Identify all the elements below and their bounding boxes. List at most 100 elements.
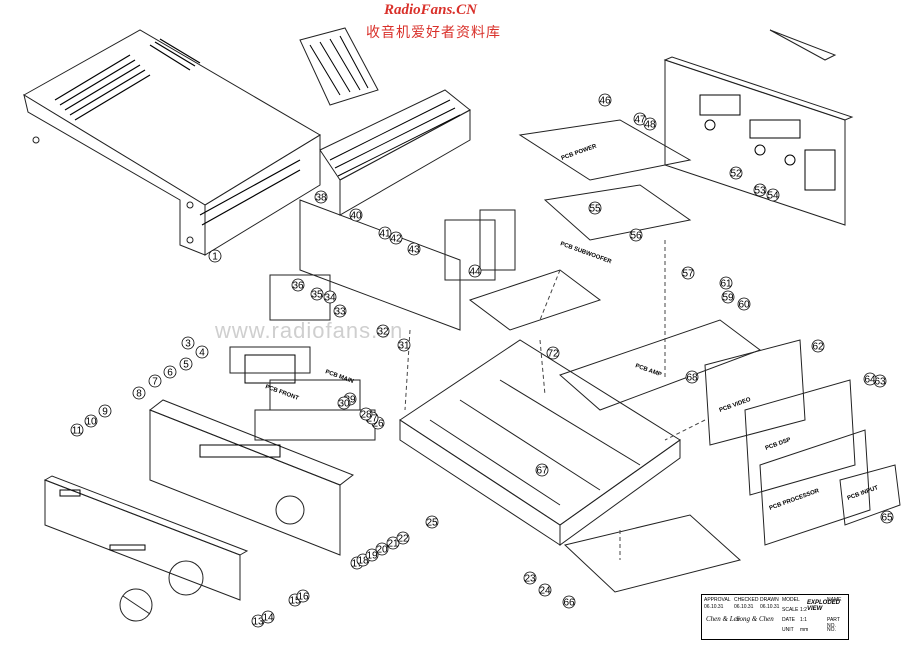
callout-label-28: 28 bbox=[360, 410, 372, 421]
callout-circle-57 bbox=[681, 266, 695, 280]
callout-label-32: 32 bbox=[377, 327, 389, 338]
circuit-boards bbox=[559, 29, 901, 593]
cell-date-1: 06.10.31 bbox=[704, 604, 724, 610]
callout-label-38: 38 bbox=[315, 193, 327, 204]
callout-label-13: 13 bbox=[252, 617, 264, 628]
callout-circle-4 bbox=[195, 345, 209, 359]
callout-label-44: 44 bbox=[469, 267, 481, 278]
callout-label-65: 65 bbox=[881, 513, 893, 524]
callout-label-30: 30 bbox=[338, 399, 350, 410]
callout-label-66: 66 bbox=[563, 598, 575, 609]
callout-circle-35 bbox=[310, 287, 324, 301]
callout-label-48: 48 bbox=[644, 120, 656, 131]
callout-label-4: 4 bbox=[199, 348, 205, 359]
signature-2: Song & Chen bbox=[736, 615, 774, 623]
callout-label-64: 64 bbox=[864, 375, 876, 386]
callout-label-52: 52 bbox=[730, 169, 742, 180]
callout-label-20: 20 bbox=[376, 545, 388, 556]
callout-label-17: 17 bbox=[351, 559, 363, 570]
callout-label-16: 16 bbox=[297, 592, 309, 603]
board-label-6: PCB INPUT bbox=[847, 485, 880, 502]
callout-circle-67 bbox=[535, 463, 549, 477]
callout-circle-44 bbox=[468, 264, 482, 278]
rear-panel bbox=[663, 56, 854, 226]
callout-circle-21 bbox=[386, 536, 400, 550]
callout-circle-3 bbox=[181, 336, 195, 350]
watermark-title: RadioFans.CN bbox=[384, 2, 477, 18]
chassis bbox=[399, 269, 681, 546]
callout-circle-1 bbox=[208, 249, 222, 263]
callout-label-22: 22 bbox=[397, 534, 409, 545]
callout-circle-8 bbox=[132, 386, 146, 400]
board-label-1: PCB SUBWOOFER bbox=[559, 241, 612, 265]
board-label-3: PCB VIDEO bbox=[719, 397, 752, 414]
board-label-5: PCB PROCESSOR bbox=[769, 488, 821, 512]
callout-circle-56 bbox=[629, 228, 643, 242]
board-label-8: PCB MAIN bbox=[324, 369, 354, 385]
callout-label-6: 6 bbox=[167, 368, 173, 379]
callout-circle-22 bbox=[396, 531, 410, 545]
cell-scale: SCALE bbox=[782, 607, 799, 613]
title-block-title: EXPLODED VIEW bbox=[807, 600, 841, 612]
top-cover bbox=[23, 29, 321, 256]
cell-drawn: DRAWN bbox=[760, 597, 779, 603]
callout-circle-11 bbox=[70, 423, 84, 437]
callout-label-11: 11 bbox=[72, 426, 83, 437]
callout-circle-9 bbox=[98, 404, 112, 418]
callout-circle-23 bbox=[523, 571, 537, 585]
callout-label-53: 53 bbox=[754, 186, 766, 197]
callout-label-67: 67 bbox=[536, 466, 548, 477]
callout-circle-16 bbox=[296, 589, 310, 603]
board-label-0: PCB POWER bbox=[561, 143, 598, 162]
callout-label-46: 46 bbox=[599, 96, 611, 107]
callout-label-31: 31 bbox=[398, 341, 410, 352]
callout-circle-65 bbox=[880, 510, 894, 524]
callout-circle-68 bbox=[685, 370, 699, 384]
callout-circle-31 bbox=[397, 338, 411, 352]
cell-no: NO. bbox=[827, 627, 836, 633]
callout-label-47: 47 bbox=[634, 115, 646, 126]
cell-scale-2: 1:1 bbox=[800, 617, 807, 623]
cell-scale-1: 1:2 bbox=[800, 607, 807, 613]
callout-label-21: 21 bbox=[387, 539, 399, 550]
callout-circle-24 bbox=[538, 583, 552, 597]
callout-circle-46 bbox=[598, 93, 612, 107]
callout-circle-55 bbox=[588, 201, 602, 215]
callout-label-35: 35 bbox=[311, 290, 323, 301]
callout-label-25: 25 bbox=[426, 518, 438, 529]
cell-checked: CHECKED bbox=[734, 597, 759, 603]
callout-label-36: 36 bbox=[292, 281, 304, 292]
callout-circle-34 bbox=[323, 290, 337, 304]
callout-label-7: 7 bbox=[152, 377, 158, 388]
signature-1: Chen & Lee bbox=[706, 615, 740, 623]
callout-label-19: 19 bbox=[366, 551, 378, 562]
cell-date-2: 06.10.31 bbox=[734, 604, 754, 610]
callout-label-9: 9 bbox=[102, 407, 108, 418]
callout-label-54: 54 bbox=[767, 191, 779, 202]
callout-label-72: 72 bbox=[547, 349, 559, 360]
front-panel-assembly bbox=[43, 274, 376, 622]
callout-label-40: 40 bbox=[350, 211, 362, 222]
callout-label-34: 34 bbox=[324, 293, 336, 304]
callout-circle-5 bbox=[179, 357, 193, 371]
callout-circle-14 bbox=[261, 610, 275, 624]
callout-label-41: 41 bbox=[379, 229, 391, 240]
callout-circle-41 bbox=[378, 226, 392, 240]
callout-label-55: 55 bbox=[589, 204, 601, 215]
callout-label-8: 8 bbox=[136, 389, 142, 400]
power-board bbox=[518, 119, 692, 241]
cell-model: MODEL bbox=[782, 597, 800, 603]
callout-label-24: 24 bbox=[539, 586, 551, 597]
callout-circle-32 bbox=[376, 324, 390, 338]
cell-name: NAME bbox=[827, 597, 842, 603]
callout-circle-25 bbox=[425, 515, 439, 529]
title-block: EXPLODED VIEW APPROVAL CHECKED DRAWN MOD… bbox=[701, 594, 849, 640]
callout-label-42: 42 bbox=[390, 234, 402, 245]
callout-label-10: 10 bbox=[85, 417, 97, 428]
callout-circle-54 bbox=[766, 188, 780, 202]
callout-label-56: 56 bbox=[630, 231, 642, 242]
callout-label-23: 23 bbox=[524, 574, 536, 585]
callout-circle-38 bbox=[314, 190, 328, 204]
callout-circle-72 bbox=[546, 346, 560, 360]
